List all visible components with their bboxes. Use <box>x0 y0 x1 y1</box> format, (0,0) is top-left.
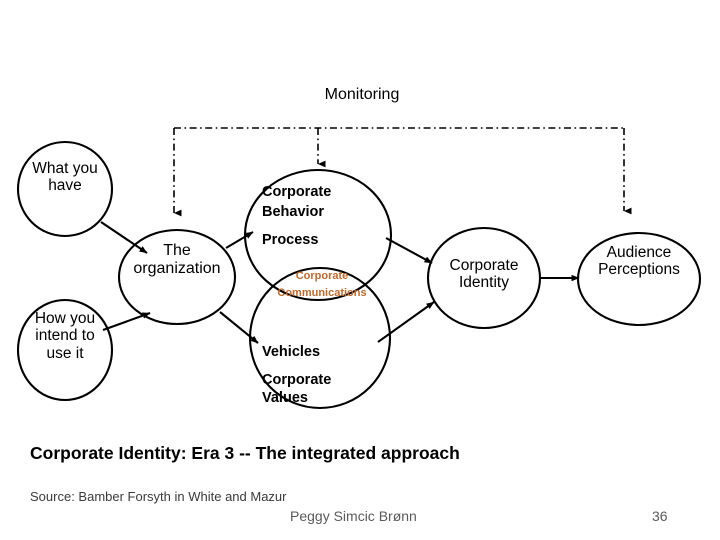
node-label-corporate-values: Corporate Values <box>262 372 332 406</box>
node-label-what-you-have: What you have <box>32 160 98 195</box>
source-attribution: Source: Bamber Forsyth in White and Mazu… <box>30 489 287 504</box>
author-name: Peggy Simcic Brønn <box>290 508 417 524</box>
arrow-organization-to-vehicles <box>219 311 259 344</box>
node-label-the-organization: The organization <box>133 242 221 277</box>
monitoring-label: Monitoring <box>324 86 400 103</box>
monitoring-connector-group <box>173 127 632 217</box>
page-number: 36 <box>652 508 668 524</box>
node-label-how-you-intend-to-use-it: How you intend to use it <box>34 310 96 362</box>
arrow-vehicles-to-identity <box>377 301 435 343</box>
node-label-corporate-communications: Corporate Communications <box>277 270 367 300</box>
arrow-behavior-to-identity <box>385 237 433 264</box>
node-label-audience-perceptions: Audience Perceptions <box>598 244 680 279</box>
slide-caption: Corporate Identity: Era 3 -- The integra… <box>30 443 460 463</box>
node-label-vehicles: Vehicles <box>262 344 321 360</box>
node-label-corporate-behavior: Corporate Behavior <box>262 184 332 220</box>
node-label-process: Process <box>262 232 319 248</box>
node-label-corporate-identity: Corporate Identity <box>449 257 519 292</box>
